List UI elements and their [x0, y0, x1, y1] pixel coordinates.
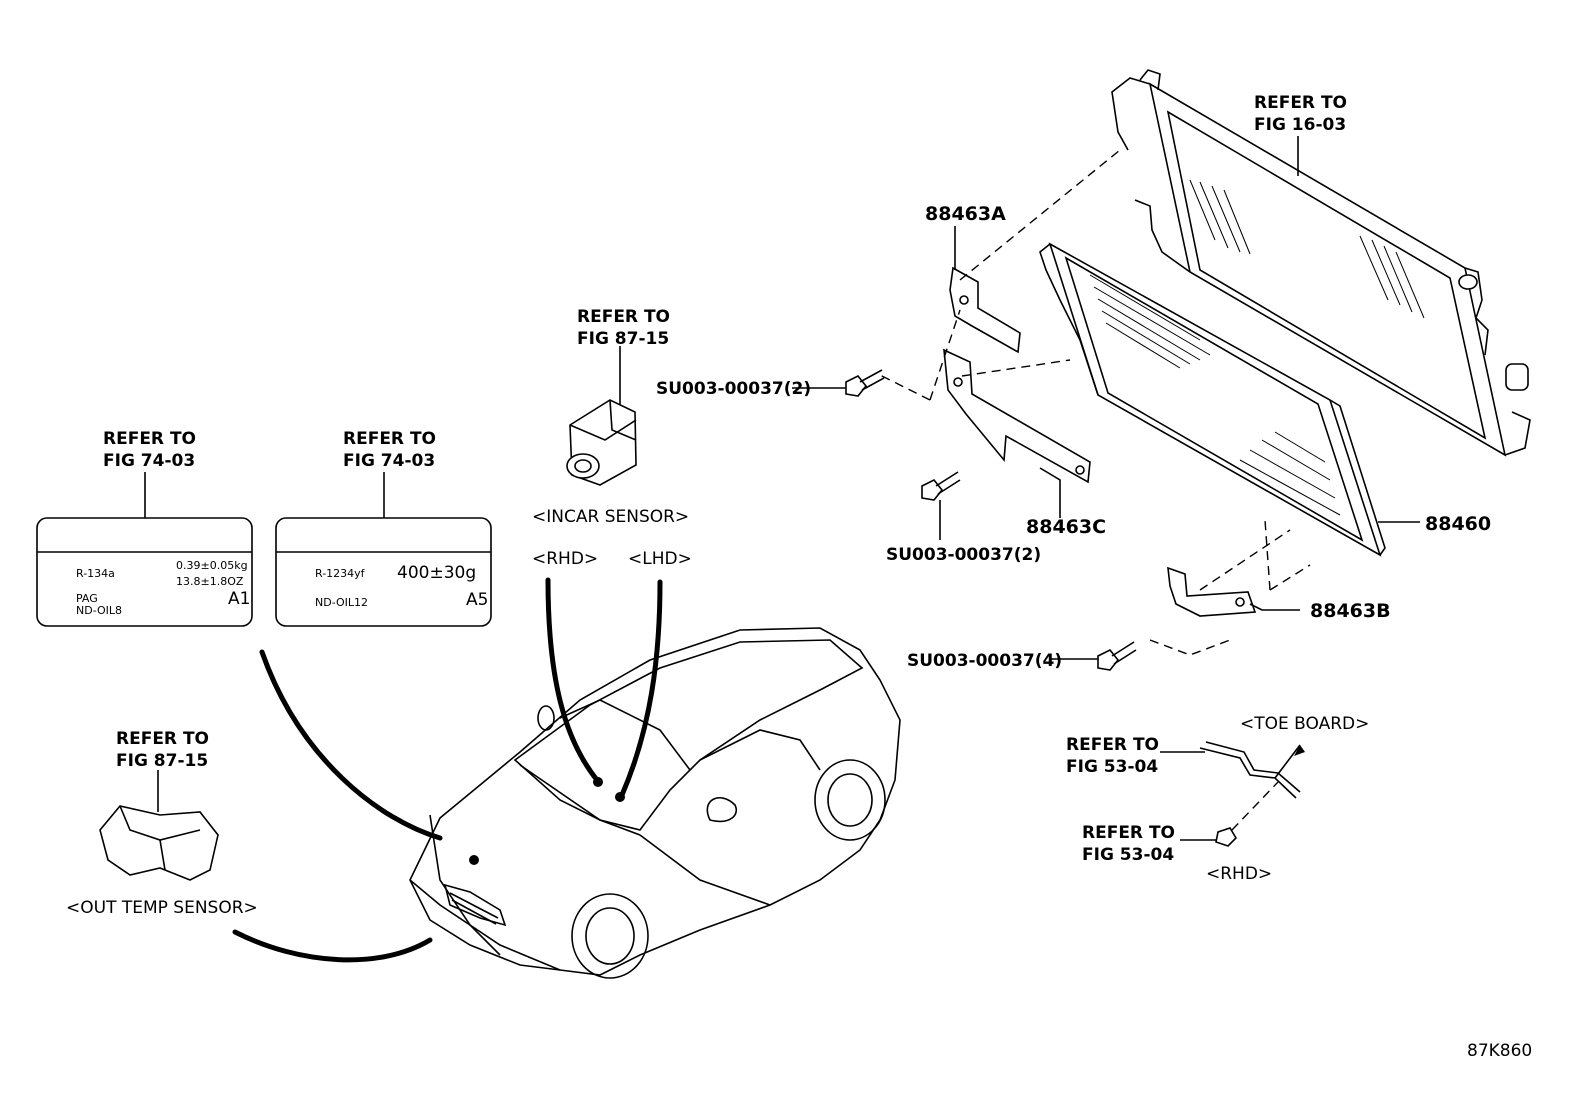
- svg-text:FIG 74-03: FIG 74-03: [103, 451, 195, 471]
- bracket-88463C: [943, 348, 1091, 484]
- part-88460: 88460: [1425, 513, 1491, 535]
- svg-text:ND-OIL8: ND-OIL8: [76, 604, 122, 617]
- note-out-temp-sensor: <OUT TEMP SENSOR>: [66, 898, 258, 918]
- assembly-lines: [879, 149, 1311, 656]
- note-lhd: <LHD>: [628, 549, 692, 569]
- ref-fig-16-03: REFER TO FIG 16-03: [1254, 93, 1347, 135]
- car-illustration: [409, 627, 901, 979]
- ref-fig-74-03-right: REFER TO FIG 74-03: [343, 429, 436, 471]
- part-88463A: 88463A: [925, 203, 1006, 225]
- svg-text:ND-OIL12: ND-OIL12: [315, 596, 368, 609]
- bracket-88463B: [1167, 566, 1257, 617]
- ref-fig-53-04-b: REFER TO FIG 53-04: [1082, 823, 1175, 865]
- svg-text:A5: A5: [466, 590, 488, 610]
- svg-text:13.8±1.8OZ: 13.8±1.8OZ: [176, 575, 244, 588]
- svg-text:0.39±0.05kg: 0.39±0.05kg: [176, 559, 248, 572]
- radiator-illustration: [1111, 69, 1531, 457]
- svg-text:FIG 53-04: FIG 53-04: [1082, 845, 1174, 865]
- bracket-88463A: [949, 266, 1021, 354]
- toe-board-illustration: [1199, 741, 1305, 799]
- incar-sensor-illustration: [566, 399, 637, 486]
- condenser-illustration: [1039, 242, 1386, 557]
- part-bolt-b: SU003-00037(2): [886, 545, 1041, 565]
- ref-fig-74-03-left: REFER TO FIG 74-03: [103, 429, 196, 471]
- ref-fig-53-04-a: REFER TO FIG 53-04: [1066, 735, 1159, 777]
- note-toe-board: <TOE BOARD>: [1240, 714, 1369, 734]
- note-rhd: <RHD>: [532, 549, 598, 569]
- ref-fig-87-15-incar: REFER TO FIG 87-15: [577, 307, 670, 349]
- note-incar-sensor: <INCAR SENSOR>: [532, 507, 689, 527]
- figure-id: 87K860: [1467, 1041, 1532, 1061]
- svg-text:R-1234yf: R-1234yf: [315, 567, 366, 580]
- svg-text:FIG 87-15: FIG 87-15: [116, 751, 208, 771]
- part-bolt-a: SU003-00037(2): [656, 379, 811, 399]
- ref-fig-87-15-outtemp: REFER TO FIG 87-15: [116, 729, 209, 771]
- bolt-icon: [921, 471, 961, 501]
- svg-text:REFER TO: REFER TO: [1066, 735, 1159, 755]
- svg-text:PAG: PAG: [76, 592, 98, 605]
- sensor-leaders: [232, 577, 663, 963]
- svg-text:FIG 53-04: FIG 53-04: [1066, 757, 1158, 777]
- label-plate-r1234yf-text: R-1234yf 400±30g ND-OIL12 A5: [315, 563, 488, 610]
- part-bolt-c: SU003-00037(4): [907, 651, 1062, 671]
- out-temp-sensor-illustration: [99, 805, 219, 881]
- svg-text:REFER TO: REFER TO: [1082, 823, 1175, 843]
- note-rhd-2: <RHD>: [1206, 864, 1272, 884]
- svg-text:400±30g: 400±30g: [397, 563, 476, 583]
- svg-text:REFER TO: REFER TO: [577, 307, 670, 327]
- svg-text:REFER TO: REFER TO: [103, 429, 196, 449]
- svg-text:FIG 74-03: FIG 74-03: [343, 451, 435, 471]
- svg-text:A1: A1: [228, 589, 250, 609]
- part-88463C: 88463C: [1026, 516, 1106, 538]
- svg-text:REFER TO: REFER TO: [116, 729, 209, 749]
- svg-text:FIG 16-03: FIG 16-03: [1254, 115, 1346, 135]
- svg-text:REFER TO: REFER TO: [343, 429, 436, 449]
- toe-board-clip-icon: [1215, 781, 1279, 847]
- part-88463B: 88463B: [1310, 600, 1391, 622]
- bolt-icon: [1097, 641, 1137, 671]
- bolt-icon: [845, 369, 885, 397]
- svg-text:FIG 87-15: FIG 87-15: [577, 329, 669, 349]
- label-plate-r134a: [36, 517, 253, 627]
- part-leaders: [792, 136, 1420, 841]
- label-plate-r134a-text: R-134a 0.39±0.05kg 13.8±1.8OZ PAG ND-OIL…: [76, 559, 250, 617]
- svg-text:R-134a: R-134a: [76, 567, 115, 580]
- svg-text:REFER TO: REFER TO: [1254, 93, 1347, 113]
